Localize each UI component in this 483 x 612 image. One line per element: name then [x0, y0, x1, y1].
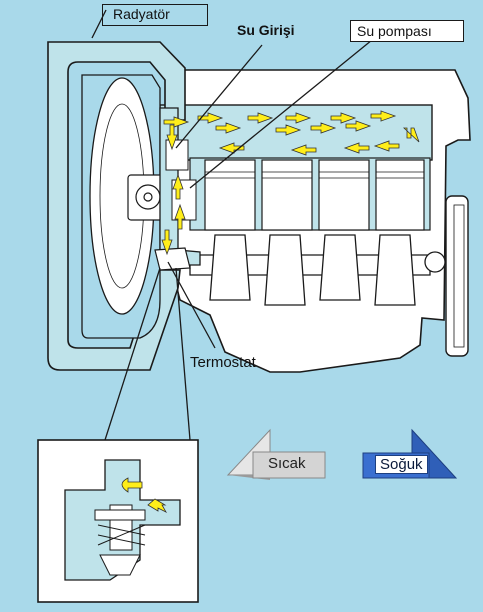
legend-hot-button[interactable]: [226, 428, 326, 480]
cylinders: [204, 159, 425, 231]
radiator-label-frame: [102, 4, 208, 26]
crankshaft: [189, 234, 446, 306]
thermostat-housing: [154, 247, 191, 271]
water-inlet-label: Su Girişi: [237, 22, 295, 38]
water-pump-label: Su pompası: [350, 20, 464, 42]
thermostat-detail-inset: [37, 439, 199, 603]
legend-cold-label: Soğuk: [375, 455, 428, 474]
thermostat-label: Termostat: [190, 354, 256, 371]
legend-hot-label: Sıcak: [268, 455, 306, 472]
radiator-label: Radyatör: [113, 6, 170, 22]
flow-arrows: [161, 110, 420, 256]
leader-lines: [91, 9, 373, 441]
